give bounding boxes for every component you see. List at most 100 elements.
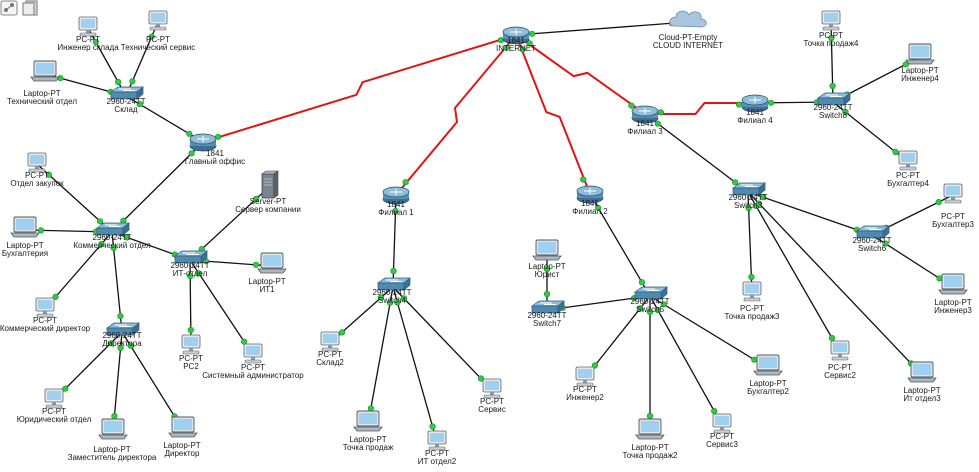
link-light xyxy=(882,240,889,247)
device-model-label: Laptop-PT xyxy=(934,298,971,307)
ethernet-link[interactable] xyxy=(747,191,841,353)
router-icon xyxy=(189,133,217,152)
device-name-label: Филиал 3 xyxy=(627,127,663,136)
switch-icon xyxy=(173,250,208,264)
device-model-label: Laptop-PT xyxy=(6,241,43,250)
ethernet-link[interactable] xyxy=(747,191,873,236)
ethernet-link[interactable] xyxy=(649,295,723,426)
link-light xyxy=(519,46,526,53)
device-name-label: Заместитель директора xyxy=(68,453,157,462)
ethernet-link[interactable] xyxy=(121,331,184,431)
device-model-label: PC-PT xyxy=(896,171,920,180)
serial-link[interactable] xyxy=(515,34,646,115)
device-name-label: Точка продаж4 xyxy=(803,39,859,48)
link-light xyxy=(377,294,385,301)
link-light xyxy=(660,301,667,308)
ethernet-link[interactable] xyxy=(125,21,159,97)
device-model-label: PC-PT xyxy=(241,363,265,372)
serial-link[interactable] xyxy=(395,34,517,196)
link-light xyxy=(543,265,551,273)
ethernet-link[interactable] xyxy=(111,141,204,233)
serial-link[interactable] xyxy=(515,34,591,195)
ethernet-link[interactable] xyxy=(644,113,749,193)
ethernet-link[interactable] xyxy=(515,21,689,36)
ethernet-link[interactable] xyxy=(589,193,651,297)
link-light xyxy=(767,99,775,106)
link-light xyxy=(123,234,131,241)
ethernet-link[interactable] xyxy=(367,286,394,425)
device-name-label: ИТ-отдел xyxy=(173,269,208,278)
device-model-label: Cloud-PT-Empty xyxy=(659,33,718,42)
link-light xyxy=(107,340,114,347)
link-light xyxy=(477,375,485,382)
device-model-label: 2960-24TT xyxy=(630,297,669,306)
tool-icon[interactable] xyxy=(0,0,18,16)
ethernet-link[interactable] xyxy=(747,191,923,376)
laptop-icon xyxy=(532,239,562,261)
switch-icon xyxy=(530,300,565,314)
ethernet-link[interactable] xyxy=(392,286,493,391)
pc-icon xyxy=(35,297,55,318)
ethernet-link[interactable] xyxy=(392,286,438,443)
pc-icon xyxy=(427,430,447,451)
page-icon[interactable] xyxy=(22,0,40,16)
device-name-label: Директор xyxy=(165,449,200,458)
ethernet-link[interactable] xyxy=(649,295,769,369)
serial-link[interactable] xyxy=(202,34,517,143)
pc-icon xyxy=(898,150,918,171)
device-name-label: ИТ1 xyxy=(259,285,275,294)
switch-icon xyxy=(816,92,851,106)
device-model-label: PC-PT xyxy=(828,363,852,372)
serial-link[interactable] xyxy=(644,102,756,115)
link-light xyxy=(735,101,743,108)
